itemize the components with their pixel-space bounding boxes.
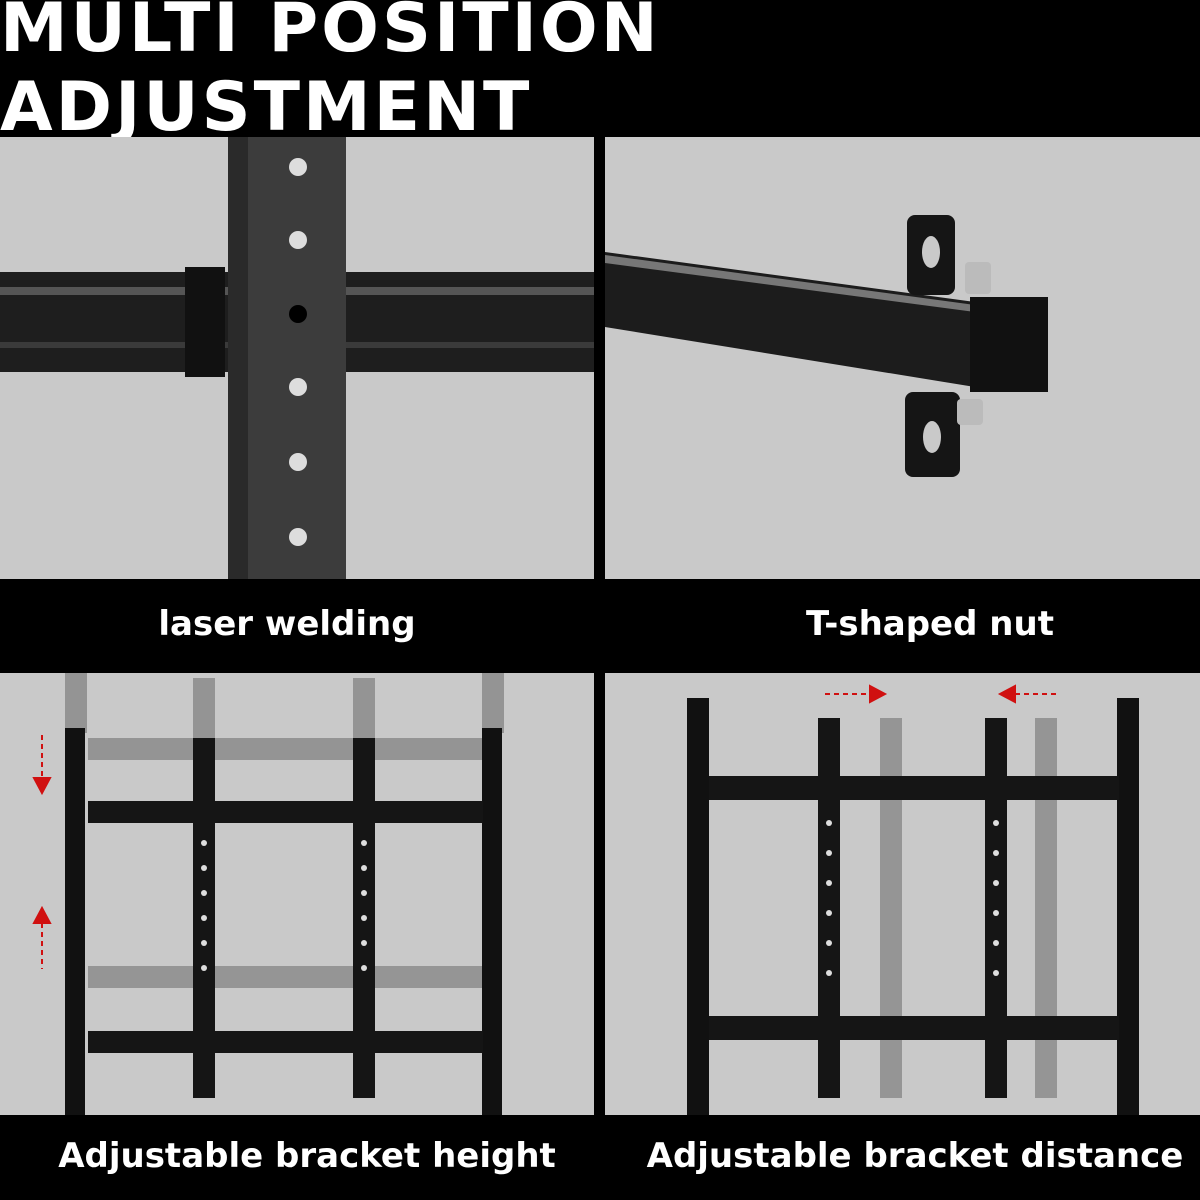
panel-label-bracket-height: Adjustable bracket height: [58, 1136, 556, 1176]
panel-label-bracket-distance: Adjustable bracket distance: [646, 1136, 1184, 1176]
down-arrow-icon: [32, 735, 52, 796]
t-shaped-nut-photo: [605, 137, 1200, 579]
laser-welding-photo: [0, 137, 594, 579]
left-arrow-icon: [997, 684, 1060, 704]
panel-label-t-shaped-nut: T-shaped nut: [806, 604, 1054, 644]
page-title: MULTI POSITION ADJUSTMENT: [0, 0, 661, 147]
bracket-distance-diagram: [605, 673, 1200, 1115]
up-arrow-icon: [32, 905, 52, 969]
panel-label-laser-welding: laser welding: [158, 604, 416, 644]
bracket-height-diagram: [0, 673, 594, 1115]
right-arrow-icon: [825, 684, 888, 704]
